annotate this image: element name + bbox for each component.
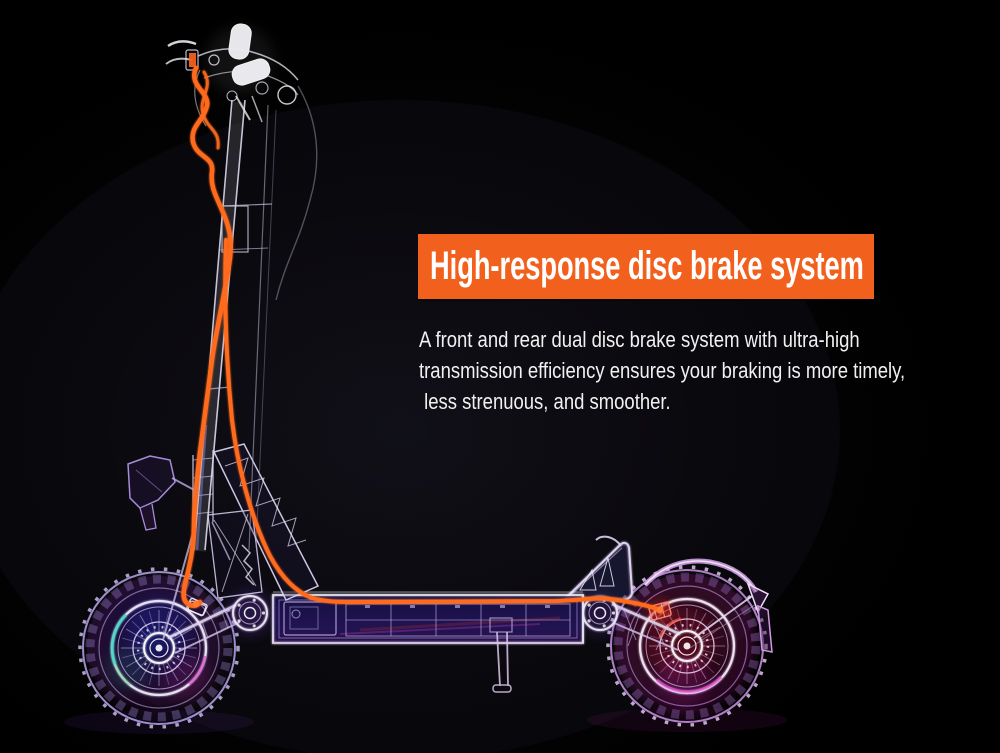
front-wheel: [78, 567, 240, 729]
front-brake-cable: [181, 65, 233, 608]
feature-description-line: A front and rear dual disc brake system …: [419, 327, 860, 352]
control-pod: [185, 49, 199, 71]
rear-brake-cable: [223, 238, 662, 612]
neck-truss-beam: [162, 443, 320, 641]
front-swingarm: [167, 603, 241, 654]
handlebar: [165, 23, 318, 301]
front-brake-disc: [136, 625, 182, 671]
rear-brake-disc: [664, 623, 710, 669]
rear-fender: [643, 558, 773, 653]
brake-lever-right: [165, 57, 193, 65]
front-wheel-floor-glow: [64, 710, 254, 734]
front-pivot: [228, 591, 272, 635]
mudflap: [757, 604, 773, 653]
white-cable: [275, 85, 318, 301]
feature-description: A front and rear dual disc brake system …: [419, 324, 973, 417]
deck-battery-box: [272, 591, 584, 644]
front-fender: [127, 455, 199, 531]
rear-wheel-floor-glow: [587, 708, 787, 732]
feature-description-line: less strenuous, and smoother.: [419, 389, 671, 414]
feature-headline-banner: High-response disc brake system: [418, 234, 874, 299]
rear-wheel: [606, 565, 768, 727]
rear-swingarm: [611, 602, 681, 651]
feature-headline: High-response disc brake system: [430, 244, 864, 288]
brake-lever-left: [167, 40, 197, 48]
suspension-spring: [241, 544, 255, 586]
kickstand: [489, 617, 513, 693]
feature-description-line: transmission efficiency ensures your bra…: [419, 358, 906, 383]
orange-brake-cables: [181, 65, 664, 614]
